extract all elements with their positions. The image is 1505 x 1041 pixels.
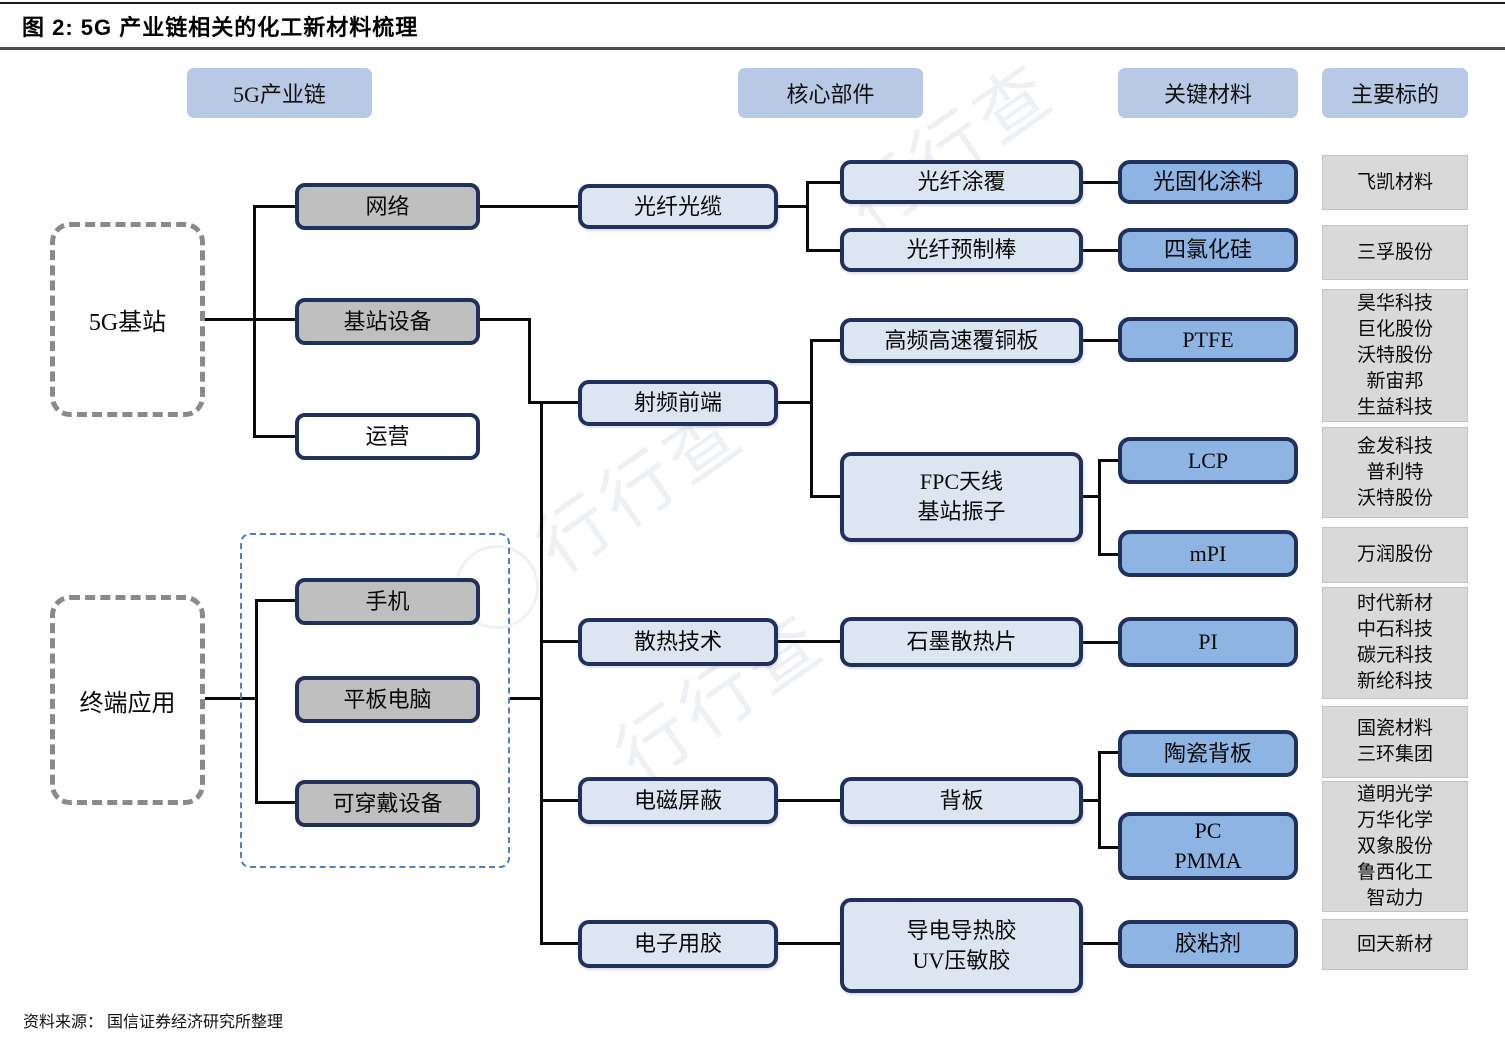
target-huitian: 回天新材 (1322, 919, 1468, 970)
connector-line (778, 799, 840, 802)
connector-line (255, 599, 295, 602)
node-lcp: LCP (1118, 437, 1298, 484)
connector-line (1083, 495, 1101, 498)
connector-line (255, 801, 295, 804)
target-wanrun: 万润股份 (1322, 527, 1468, 583)
figure-title: 图 2: 5G 产业链相关的化工新材料梳理 (22, 15, 419, 40)
connector-line (778, 942, 840, 945)
connector-line (540, 640, 578, 643)
watermark-text: 行行查 (832, 48, 1071, 249)
node-cooling-tech: 散热技术 (578, 618, 778, 666)
node-fiber-preform: 光纤预制棒 (840, 228, 1083, 272)
terminal-group-frame (240, 533, 510, 868)
connector-line (778, 205, 809, 208)
title-rule (0, 47, 1505, 50)
connector-line (253, 318, 295, 321)
target-sanfu: 三孚股份 (1322, 225, 1468, 280)
connector-line (205, 318, 255, 321)
connector-line (528, 318, 531, 404)
node-5g-base-station: 5G基站 (50, 222, 205, 417)
node-tablet: 平板电脑 (295, 676, 480, 723)
node-pi: PI (1118, 617, 1298, 667)
node-ceramic-backplane: 陶瓷背板 (1118, 730, 1298, 777)
watermark-text: 行行查 (602, 598, 841, 799)
connector-line (540, 401, 543, 945)
connector-line (253, 205, 295, 208)
header-main-targets: 主要标的 (1322, 68, 1468, 118)
header-industry-chain: 5G产业链 (187, 68, 372, 118)
node-backplane: 背板 (840, 777, 1083, 824)
connector-line (806, 249, 840, 252)
connector-line (253, 205, 256, 438)
node-mpi: mPI (1118, 530, 1298, 577)
connector-line (1098, 751, 1118, 754)
connector-line (480, 318, 531, 321)
connector-line (1083, 641, 1118, 644)
connector-line (1083, 339, 1118, 342)
connector-line (1083, 799, 1101, 802)
node-emi-shielding: 电磁屏蔽 (578, 777, 778, 824)
node-wearable: 可穿戴设备 (295, 780, 480, 827)
connector-line (253, 435, 295, 438)
connector-line (528, 401, 578, 404)
connector-line (1083, 249, 1118, 252)
connector-line (1083, 942, 1118, 945)
connector-line (1083, 181, 1118, 184)
node-high-freq-ccl: 高频高速覆铜板 (840, 318, 1083, 363)
target-lcp-list: 金发科技 普利特 沃特股份 (1322, 427, 1468, 518)
node-terminal-applications: 终端应用 (50, 595, 205, 805)
target-ceramic-list: 国瓷材料 三环集团 (1322, 706, 1468, 778)
node-conductive-glue: 导电导热胶 UV压敏胶 (840, 898, 1083, 993)
connector-line (806, 181, 809, 252)
connector-line (255, 599, 258, 804)
connector-line (1098, 553, 1118, 556)
target-ptfe-list: 昊华科技 巨化股份 沃特股份 新宙邦 生益科技 (1322, 289, 1468, 422)
connector-line (810, 339, 813, 498)
node-network: 网络 (295, 183, 480, 230)
node-fiber-cable: 光纤光缆 (578, 184, 778, 229)
top-rule (0, 2, 1505, 4)
header-key-materials: 关键材料 (1118, 68, 1298, 118)
node-base-station-equipment: 基站设备 (295, 298, 480, 345)
node-phone: 手机 (295, 578, 480, 625)
node-fpc-antenna: FPC天线 基站振子 (840, 452, 1083, 542)
connector-line (1098, 846, 1118, 849)
target-pi-list: 时代新材 中石科技 碳元科技 新纶科技 (1322, 587, 1468, 699)
target-pc-list: 道明光学 万华化学 双象股份 鲁西化工 智动力 (1322, 781, 1468, 912)
connector-line (1098, 751, 1101, 849)
source-note: 资料来源： 国信证券经济研究所整理 (23, 1014, 284, 1031)
connector-line (810, 495, 840, 498)
node-operation: 运营 (295, 413, 480, 460)
connector-line (540, 942, 578, 945)
connector-line (480, 205, 578, 208)
node-pc-pmma: PC PMMA (1118, 812, 1298, 880)
header-core-components: 核心部件 (738, 68, 923, 118)
connector-line (205, 697, 257, 700)
node-silicon-tetrachloride: 四氯化硅 (1118, 228, 1298, 272)
connector-line (1098, 459, 1101, 556)
connector-line (510, 697, 543, 700)
node-fiber-coating: 光纤涂覆 (840, 160, 1083, 204)
connector-line (810, 339, 840, 342)
connector-line (806, 181, 840, 184)
node-ptfe: PTFE (1118, 317, 1298, 362)
connector-line (778, 401, 813, 404)
connector-line (540, 799, 578, 802)
node-graphite-sheet: 石墨散热片 (840, 617, 1083, 667)
target-feikai: 飞凯材料 (1322, 155, 1468, 210)
node-rf-frontend: 射频前端 (578, 380, 778, 426)
connector-line (1098, 459, 1118, 462)
node-electronic-glue: 电子用胶 (578, 920, 778, 968)
node-uv-curable-coating: 光固化涂料 (1118, 160, 1298, 204)
connector-line (778, 640, 840, 643)
node-adhesive: 胶粘剂 (1118, 920, 1298, 968)
